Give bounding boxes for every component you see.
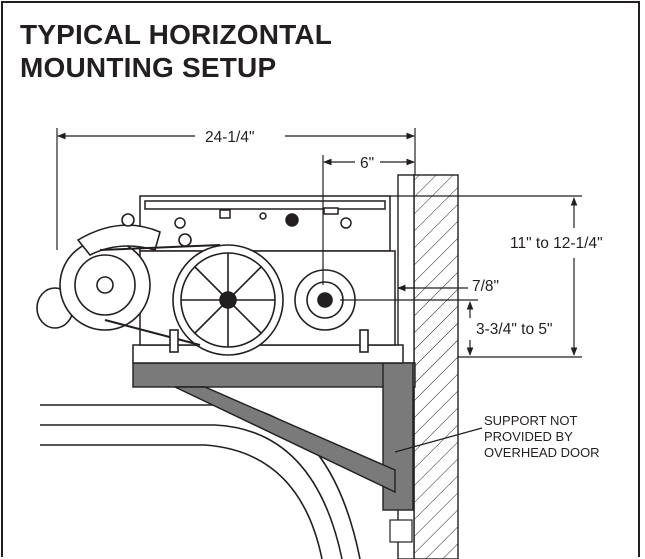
drive-belt xyxy=(99,244,221,346)
diagram-title: TYPICAL HORIZONTAL MOUNTING SETUP xyxy=(20,18,332,84)
note-line-2: PROVIDED BY xyxy=(484,429,573,444)
note-leader-line xyxy=(394,427,483,453)
note-line-1: SUPPORT NOT xyxy=(484,413,577,428)
output-shaft xyxy=(169,269,369,353)
support-note: SUPPORT NOT PROVIDED BY OVERHEAD DOOR xyxy=(484,413,600,460)
title-line-2: MOUNTING SETUP xyxy=(20,52,277,83)
dim-offset xyxy=(322,155,415,285)
support-bracket xyxy=(132,362,416,511)
title-line-1: TYPICAL HORIZONTAL xyxy=(20,19,333,50)
dim-label-height-range: 11" to 12-1/4" xyxy=(510,235,603,252)
dim-label-shaft-height: 3-3/4" to 5" xyxy=(476,321,553,338)
dim-overall-width xyxy=(56,128,416,250)
note-line-3: OVERHEAD DOOR xyxy=(484,445,600,460)
drive-gear xyxy=(172,244,284,356)
dim-shaft-height xyxy=(340,299,478,356)
door-track-arcs xyxy=(40,404,361,559)
dim-label-overall-width: 24-1/4" xyxy=(205,129,254,146)
dim-label-offset: 6" xyxy=(360,155,374,172)
dim-label-gap: 7/8" xyxy=(472,278,499,295)
dim-height-range xyxy=(390,195,582,358)
motor xyxy=(36,213,192,331)
